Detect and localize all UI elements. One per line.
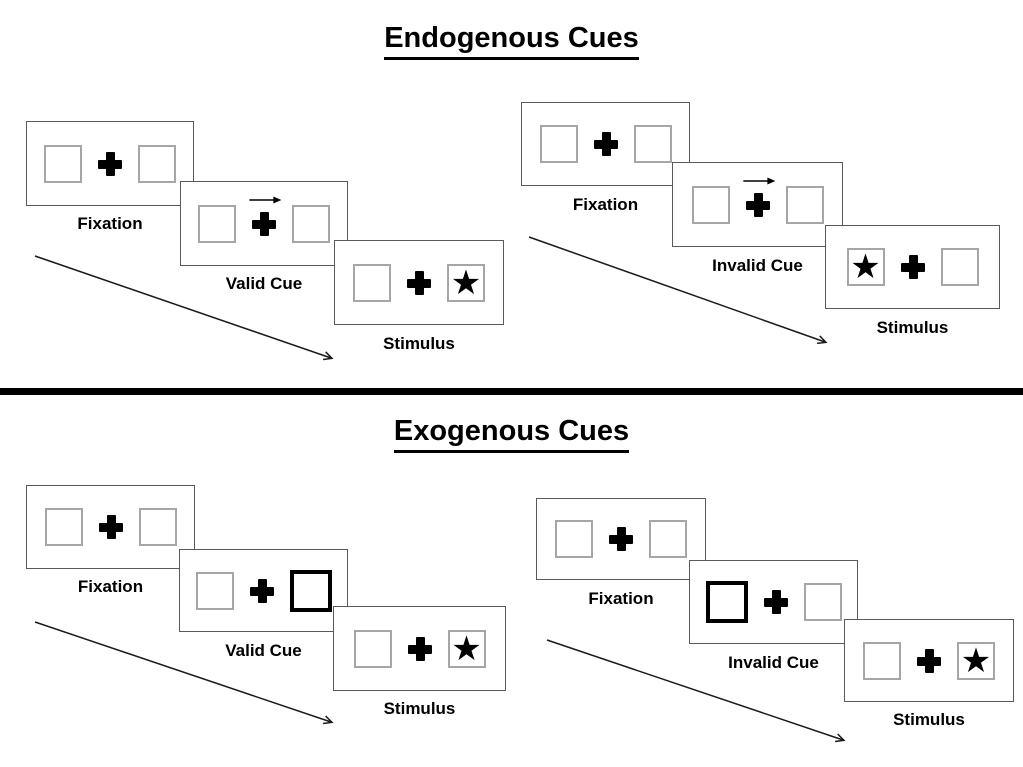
right-placeholder-box bbox=[649, 520, 687, 558]
panel-endogenous-invalid-stimulus: ★ bbox=[825, 225, 1000, 309]
panel-endogenous-valid-fixation bbox=[26, 121, 194, 206]
timeline-arrow-icon bbox=[528, 236, 828, 345]
left-placeholder-box bbox=[198, 204, 236, 243]
panel-endogenous-valid-cue bbox=[180, 181, 348, 266]
section-title-exogenous: Exogenous Cues bbox=[0, 415, 1023, 453]
fixation-cross-icon bbox=[742, 177, 775, 217]
panel-label: Fixation bbox=[588, 589, 654, 608]
panel-exogenous-invalid-cue bbox=[689, 560, 858, 644]
panel-label: Stimulus bbox=[383, 699, 456, 718]
panel-exogenous-invalid-stimulus: ★ bbox=[844, 619, 1014, 702]
fixation-cross-icon bbox=[593, 132, 618, 156]
panel-label: Valid Cue bbox=[225, 274, 303, 293]
panel-endogenous-invalid-fixation bbox=[521, 102, 690, 186]
fixation-cross-icon bbox=[900, 255, 925, 279]
panel-exogenous-valid-cue bbox=[179, 549, 348, 632]
target-star-icon: ★ bbox=[846, 248, 885, 286]
panel-endogenous-valid-stimulus: ★ bbox=[334, 240, 504, 325]
panel-label: Valid Cue bbox=[225, 641, 302, 660]
fixation-cross-icon bbox=[249, 196, 282, 236]
left-placeholder-box bbox=[195, 571, 234, 610]
panel-exogenous-valid-fixation bbox=[26, 485, 195, 569]
left-placeholder-box bbox=[539, 125, 578, 163]
left-placeholder-box bbox=[353, 629, 392, 668]
panel-label: Fixation bbox=[77, 214, 143, 233]
timeline-arrow-icon bbox=[34, 255, 334, 361]
panel-label: Invalid Cue bbox=[712, 256, 803, 275]
fixation-cross-icon bbox=[407, 636, 432, 661]
left-placeholder-box bbox=[44, 508, 83, 546]
fixation-cross-icon bbox=[98, 151, 122, 176]
exogenous-cue-box bbox=[289, 569, 332, 612]
right-placeholder-box bbox=[785, 185, 824, 224]
fixation-cross-icon bbox=[609, 527, 633, 551]
fixation-cross-icon bbox=[763, 590, 788, 614]
left-placeholder-box bbox=[691, 185, 730, 224]
right-placeholder-box bbox=[803, 583, 842, 621]
target-star-icon: ★ bbox=[447, 263, 485, 302]
right-placeholder-box bbox=[292, 204, 330, 243]
section-title-text: Exogenous Cues bbox=[393, 415, 630, 453]
cue-direction-arrow-icon bbox=[742, 177, 775, 184]
panel-exogenous-valid-stimulus: ★ bbox=[333, 606, 506, 691]
target-star-icon: ★ bbox=[447, 629, 486, 668]
target-star-icon: ★ bbox=[957, 641, 995, 680]
right-placeholder-box bbox=[138, 508, 177, 546]
right-placeholder-box bbox=[633, 125, 672, 163]
fixation-cross-icon bbox=[917, 648, 941, 673]
panel-label: Stimulus bbox=[383, 334, 455, 353]
panel-exogenous-invalid-fixation bbox=[536, 498, 706, 580]
panel-label: Invalid Cue bbox=[728, 653, 819, 672]
left-placeholder-box bbox=[555, 520, 593, 558]
section-divider bbox=[0, 388, 1023, 395]
left-placeholder-box bbox=[863, 641, 901, 680]
panel-label: Fixation bbox=[77, 577, 144, 596]
fixation-cross-icon bbox=[407, 270, 431, 295]
timeline-arrow-icon bbox=[34, 621, 334, 725]
right-placeholder-box bbox=[138, 144, 176, 183]
right-placeholder-box bbox=[940, 248, 979, 286]
panel-endogenous-invalid-cue bbox=[672, 162, 843, 247]
left-placeholder-box bbox=[353, 263, 391, 302]
exogenous-cue-box bbox=[705, 581, 748, 623]
fixation-cross-icon bbox=[98, 515, 123, 539]
panel-label: Stimulus bbox=[893, 710, 965, 729]
panel-label: Stimulus bbox=[876, 318, 949, 337]
section-title-text: Endogenous Cues bbox=[384, 22, 639, 60]
panel-label: Fixation bbox=[572, 195, 639, 214]
left-placeholder-box bbox=[44, 144, 82, 183]
timeline-arrow-icon bbox=[546, 639, 846, 743]
cue-direction-arrow-icon bbox=[249, 196, 282, 203]
fixation-cross-icon bbox=[249, 578, 274, 603]
section-title-endogenous: Endogenous Cues bbox=[0, 22, 1023, 60]
